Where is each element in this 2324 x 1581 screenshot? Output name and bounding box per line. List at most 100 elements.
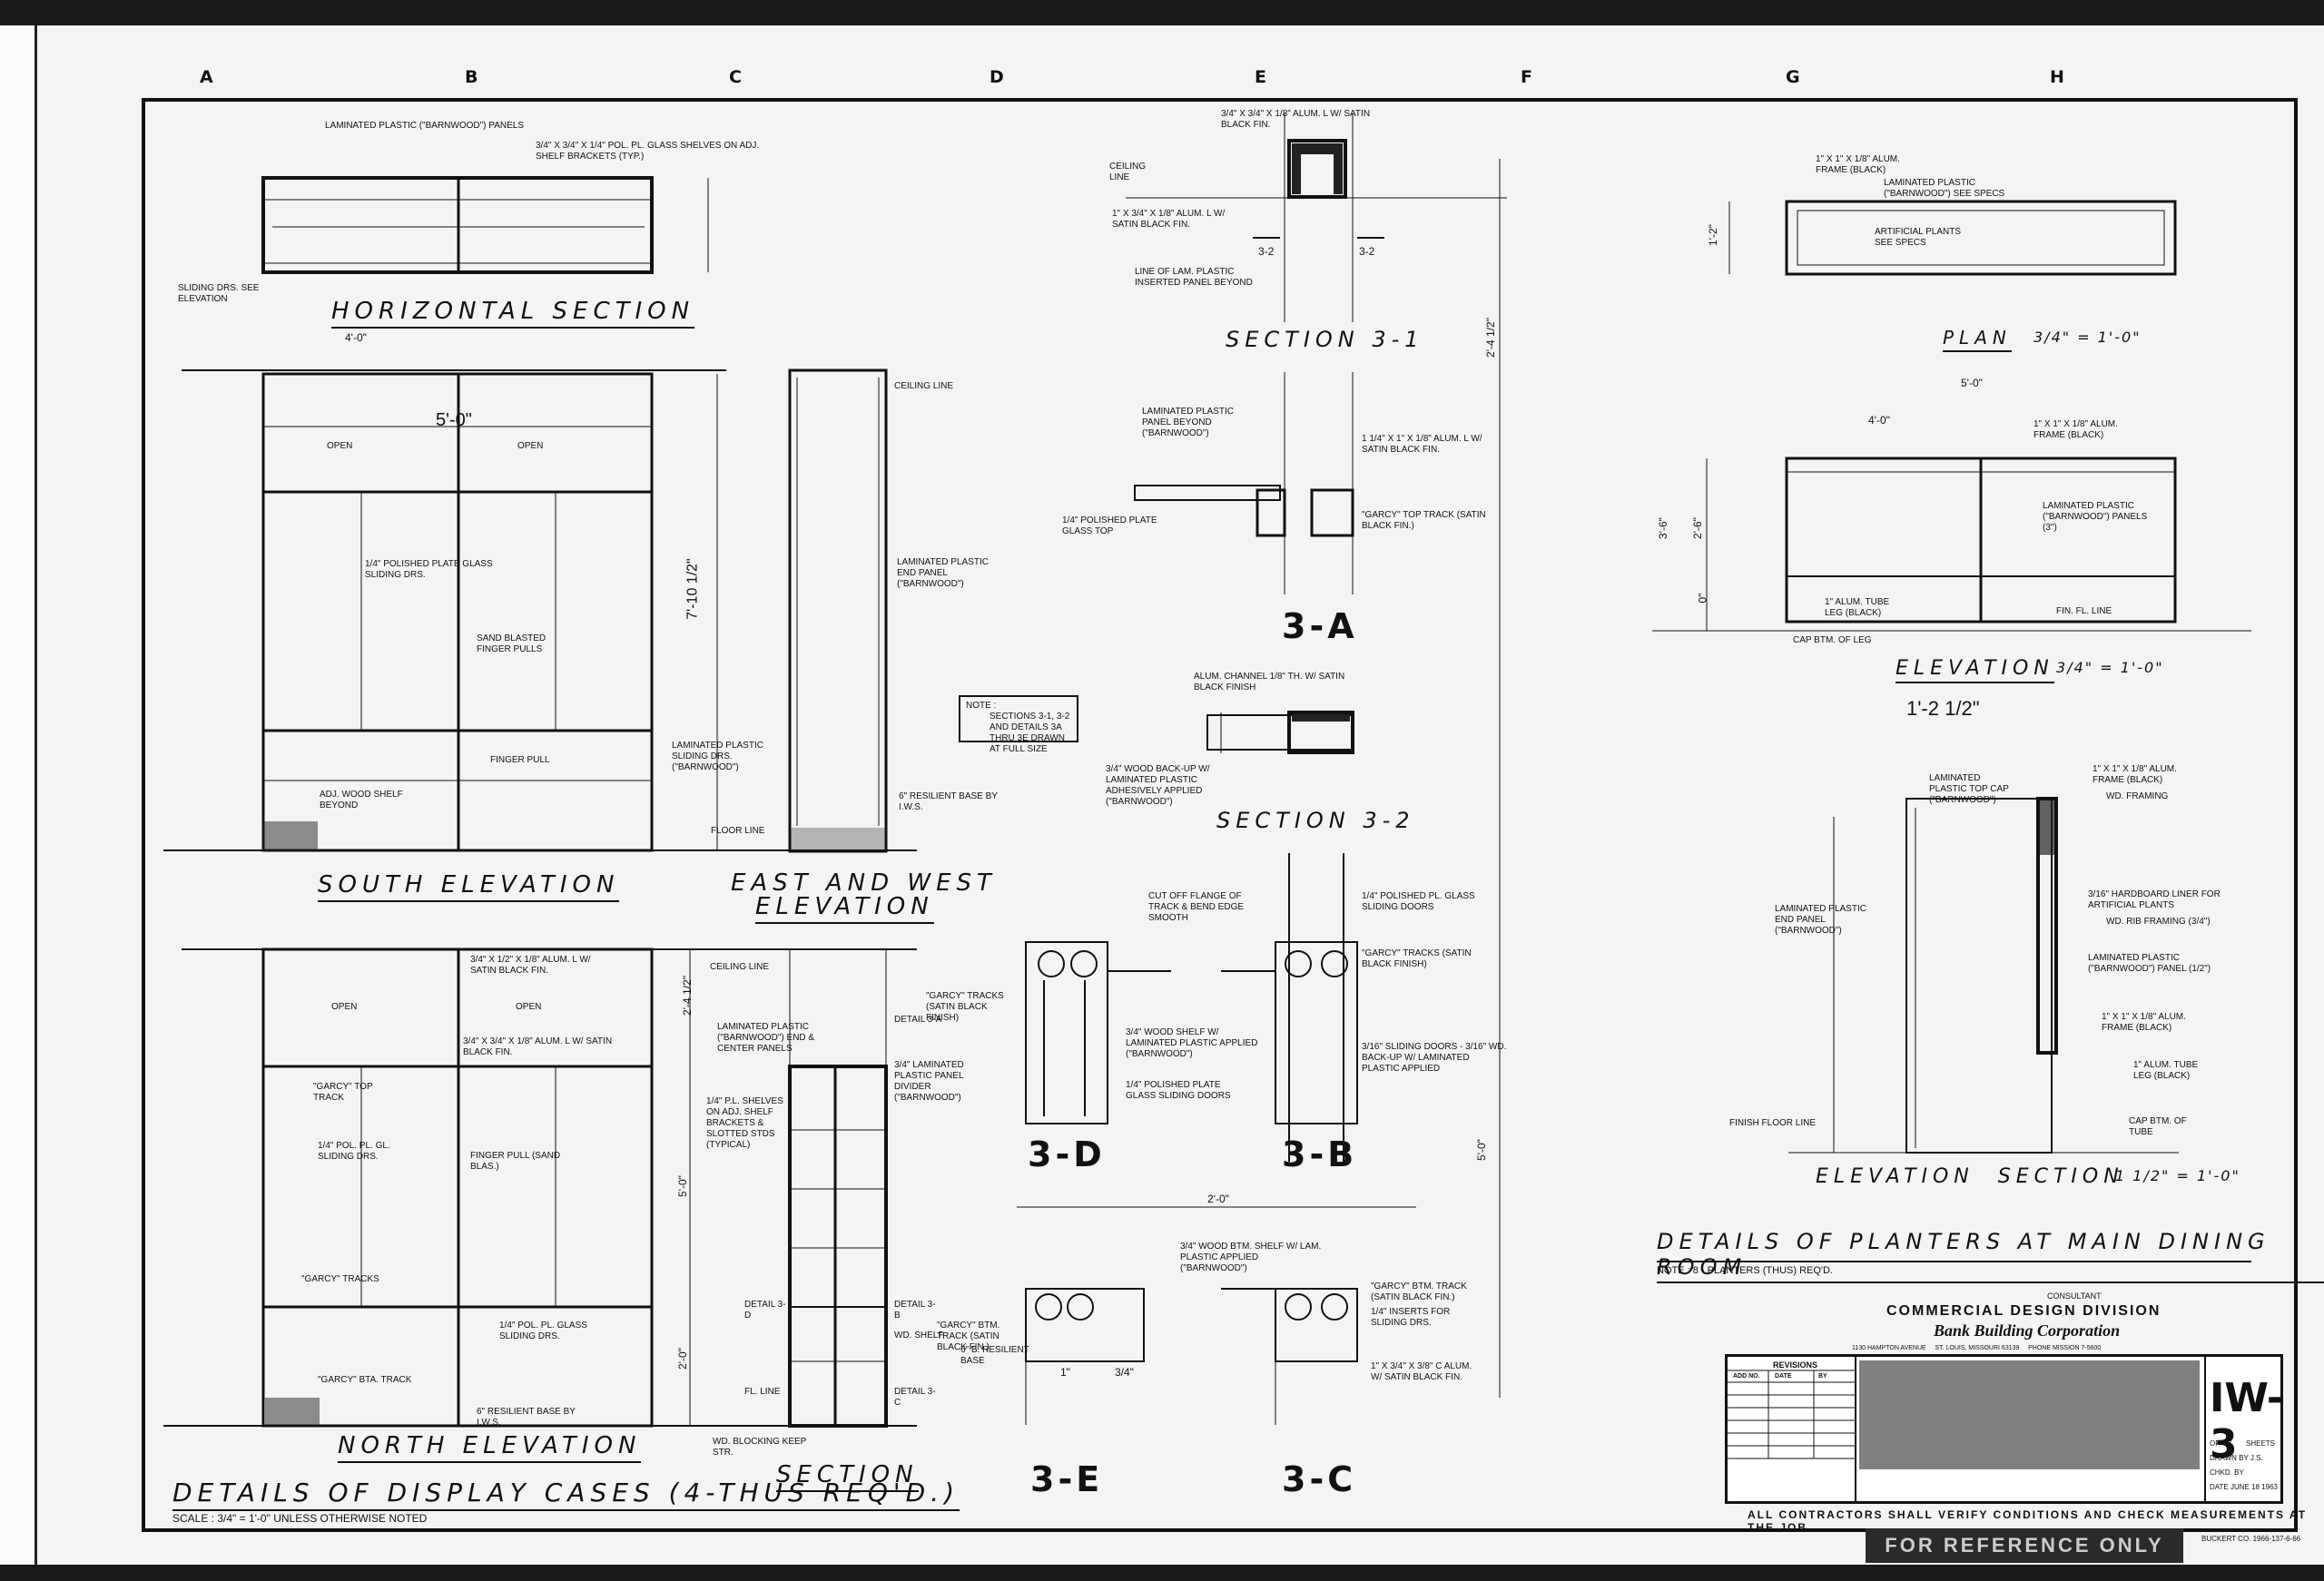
psec-tube-leg: 1" ALUM. TUBE LEG (BLACK) [2133, 1060, 2199, 1081]
d3e-dim-1: 1" [1060, 1366, 1070, 1379]
detail-3c-title: 3-C [1282, 1459, 1357, 1499]
sec-divider-note: 3/4" LAMINATED PLASTIC PANEL DIVIDER ("B… [894, 1060, 964, 1103]
contractors-notice: ALL CONTRACTORS SHALL VERIFY CONDITIONS … [1748, 1508, 2308, 1534]
north-elevation-title: NORTH ELEVATION [338, 1432, 642, 1463]
ew-elevation-title-1: EAST AND WEST [731, 869, 997, 897]
revisions-header: REVISIONS [1773, 1360, 1818, 1370]
d3e-track-note: "GARCY" BTM. TRACK (SATIN BLACK FIN.) [937, 1321, 1000, 1352]
se-open-right: OPEN [517, 441, 544, 451]
ne-height-2: 5'-0" [675, 1175, 689, 1197]
tb-address: 1130 HAMPTON AVENUE ST. LOUIS, MISSOURI … [1852, 1345, 2102, 1351]
horizontal-section-title: HORIZONTAL SECTION [331, 298, 695, 329]
sheet-of-number: 7 [2228, 1438, 2233, 1448]
tb-consultant: CONSULTANT [2047, 1291, 2102, 1301]
plan-art-note: ARTIFICIAL PLANTS SEE SPECS [1875, 227, 1962, 248]
d3a-track-note: "GARCY" TOP TRACK (SATIN BLACK FIN.) [1362, 510, 1486, 531]
se-open-left: OPEN [327, 441, 353, 451]
d3e-shelf-note: 3/4" WOOD BTM. SHELF W/ LAM. PLASTIC APP… [1180, 1242, 1322, 1273]
ew-end-panel-note: LAMINATED PLASTIC END PANEL ("BARNWOOD") [897, 557, 989, 589]
project-title-area-obscured [1859, 1360, 2200, 1469]
psec-cap: CAP BTM. OF TUBE [2129, 1116, 2187, 1137]
hs-note-glass: 3/4" x 3/4" x 1/4" POL. PL. GLASS SHELVE… [536, 141, 760, 162]
case-section-title: SECTION [776, 1461, 919, 1492]
column-header-d: D [990, 67, 1004, 87]
plan-side-dim: 1'-2" [1706, 224, 1719, 246]
elev-height-dim-2: 2'-6" [1690, 517, 1704, 539]
planters-note: NOTE : 8 - PLANTERS (THUS) REQ'D. [1657, 1265, 1834, 1276]
hs-note-panels: LAMINATED PLASTIC ("BARNWOOD") PANELS [325, 121, 524, 131]
d3b-doors-note: 3/16" SLIDING DOORS - 3/16" WD. BACK-UP … [1362, 1042, 1507, 1074]
detail-3a-title: 3-A [1282, 606, 1358, 646]
note-text: SECTIONS 3-1, 3-2 AND DETAILS 3A THRU 3E… [990, 712, 1070, 754]
d3c-track-note: "GARCY" BTM. TRACK (SATIN BLACK FIN.) [1371, 1281, 1467, 1302]
plan-scale: 3/4" = 1'-0" [2034, 329, 2142, 346]
sec-detail-3b: DETAIL 3-B [894, 1300, 936, 1321]
elev-leg-note: 1" ALUM. TUBE LEG (BLACK) [1825, 597, 1890, 618]
se-adj-wood-shelf: ADJ. WOOD SHELF BEYOND [320, 790, 403, 810]
sec31-line-note: LINE OF LAM. PLASTIC INSERTED PANEL BEYO… [1135, 267, 1253, 288]
detail-3e-title: 3-E [1030, 1459, 1104, 1499]
psec-lam-note: LAMINATED PLASTIC TOP CAP ("BARNWOOD") [1929, 773, 2009, 805]
ne-glass-note: 1/4" POL. PL. GL. SLIDING DRS. [318, 1141, 390, 1162]
sec-ceiling-note: CEILING LINE [710, 962, 770, 972]
se-height-dimension: 7'-10 1/2" [684, 558, 701, 620]
ne-bta-track-note: "GARCY" BTA. TRACK [318, 1375, 412, 1385]
sheet-sheets: SHEETS [2246, 1439, 2276, 1448]
tb-firm: COMMERCIAL DESIGN DIVISION [1886, 1303, 2162, 1319]
elev-height-dim-3: 0" [1696, 593, 1709, 604]
elev-frame-note: 1" x 1" x 1/8" ALUM. FRAME (BLACK) [2034, 419, 2118, 440]
ne-height-1: 2'-4 1/2" [680, 976, 694, 1016]
section-3-1-title: SECTION 3-1 [1226, 327, 1424, 352]
plan-lam-note: LAMINATED PLASTIC ("BARNWOOD") SEE SPECS [1884, 178, 2005, 199]
ew-elevation-title-2: ELEVATION [755, 893, 934, 924]
scan-bottom-border [0, 1565, 2324, 1581]
display-cases-scale: SCALE : 3/4" = 1'-0" UNLESS OTHERWISE NO… [172, 1512, 428, 1525]
planter-elevation-title: ELEVATION [1896, 657, 2054, 683]
display-cases-sheet-title: DETAILS OF DISPLAY CASES (4-THUS REQ'D.) [172, 1478, 960, 1511]
sheet-number: IW-3 [2210, 1375, 2284, 1468]
planter-plan-outline [1785, 200, 2177, 276]
d3a-lam-note: LAMINATED PLASTIC PANEL BEYOND ("BARNWOO… [1142, 407, 1234, 438]
sec32-wood-note: 3/4" WOOD BACK-UP W/ LAMINATED PLASTIC A… [1106, 764, 1210, 807]
column-header-h: H [2050, 67, 2064, 87]
sec-lam-note: LAMINATED PLASTIC ("BARNWOOD") END & CEN… [717, 1022, 815, 1054]
d3b-glass-note: 1/4" POLISHED PL. GLASS SLIDING DOORS [1362, 891, 1475, 912]
ew-base-note: 6" RESILIENT BASE BY I.W.S. [899, 791, 998, 812]
sheet-of: OF [2210, 1439, 2221, 1448]
ew-ceiling-line: CEILING LINE [894, 381, 954, 391]
plan-width-dim: 5'-0" [1961, 377, 1983, 389]
se-glass-note: 1/4" POLISHED PLATE GLASS SLIDING DRS. [365, 559, 493, 580]
sheet-number-block: IW-3 OF 7 SHEETS DRAWN BY J.S. CHKD. BY … [2204, 1357, 2283, 1502]
sec-wd-shelf: WD. SHELF [894, 1331, 944, 1340]
tb-corporation: Bank Building Corporation [1934, 1321, 2121, 1340]
d3d-cut-note: CUT OFF FLANGE OF TRACK & BEND EDGE SMOO… [1148, 891, 1245, 923]
column-header-e: E [1255, 67, 1266, 87]
plan-frame-note: 1" x 1" x 1/8" ALUM. FRAME (BLACK) [1816, 154, 1900, 175]
ew-floor-line: FLOOR LINE [711, 826, 765, 836]
elev-top-dim: 4'-0" [1868, 414, 1890, 427]
psec-alum-frame: 1" x 1" x 1/8" ALUM. FRAME (BLACK) [2102, 1012, 2186, 1033]
d3c-alum-note: 1" x 3/4" x 3/8" C ALUM. W/ SATIN BLACK … [1371, 1361, 1472, 1382]
d3d-glass-note: 1/4" POLISHED PLATE GLASS SLIDING DOORS [1126, 1080, 1231, 1101]
case-section-outline [788, 1065, 888, 1428]
ne-glass-note-2: 1/4" POL. PL. GLASS SLIDING DRS. [499, 1321, 587, 1341]
elev-floor-note: FIN. FL. LINE [2056, 606, 2112, 616]
sec31-cut-right: 3-2 [1359, 245, 1375, 258]
psec-hardboard: 3/16" HARDBOARD LINER FOR ARTIFICIAL PLA… [2088, 889, 2221, 910]
hs-note-sliding: SLIDING DRS. SEE ELEVATION [178, 283, 260, 304]
revisions-block: REVISIONS ADD NO. DATE BY [1728, 1357, 1856, 1502]
column-header-g: G [1786, 67, 1800, 87]
note-label: NOTE : [966, 701, 997, 711]
plan-title: PLAN [1943, 327, 2012, 352]
psec-lam2: LAMINATED PLASTIC ("BARNWOOD") PANEL (1/… [2088, 953, 2211, 974]
ne-open-left: OPEN [331, 1002, 358, 1012]
drawing-date: DATE JUNE 18 1963 [2210, 1483, 2278, 1491]
reference-stamp: FOR REFERENCE ONLY [1866, 1528, 2183, 1563]
details-vertical-dim: 2'-4 1/2" [1483, 318, 1497, 358]
printer-mark: BUCKERT CO. 1966-137-6-66 [2201, 1535, 2301, 1543]
detail-3b-title: 3-B [1282, 1134, 1358, 1174]
se-sandblasted-note: SAND BLASTED FINGER PULLS [477, 633, 547, 654]
scan-left-margin [0, 25, 37, 1565]
se-width-dimension: 5'-0" [436, 410, 472, 430]
